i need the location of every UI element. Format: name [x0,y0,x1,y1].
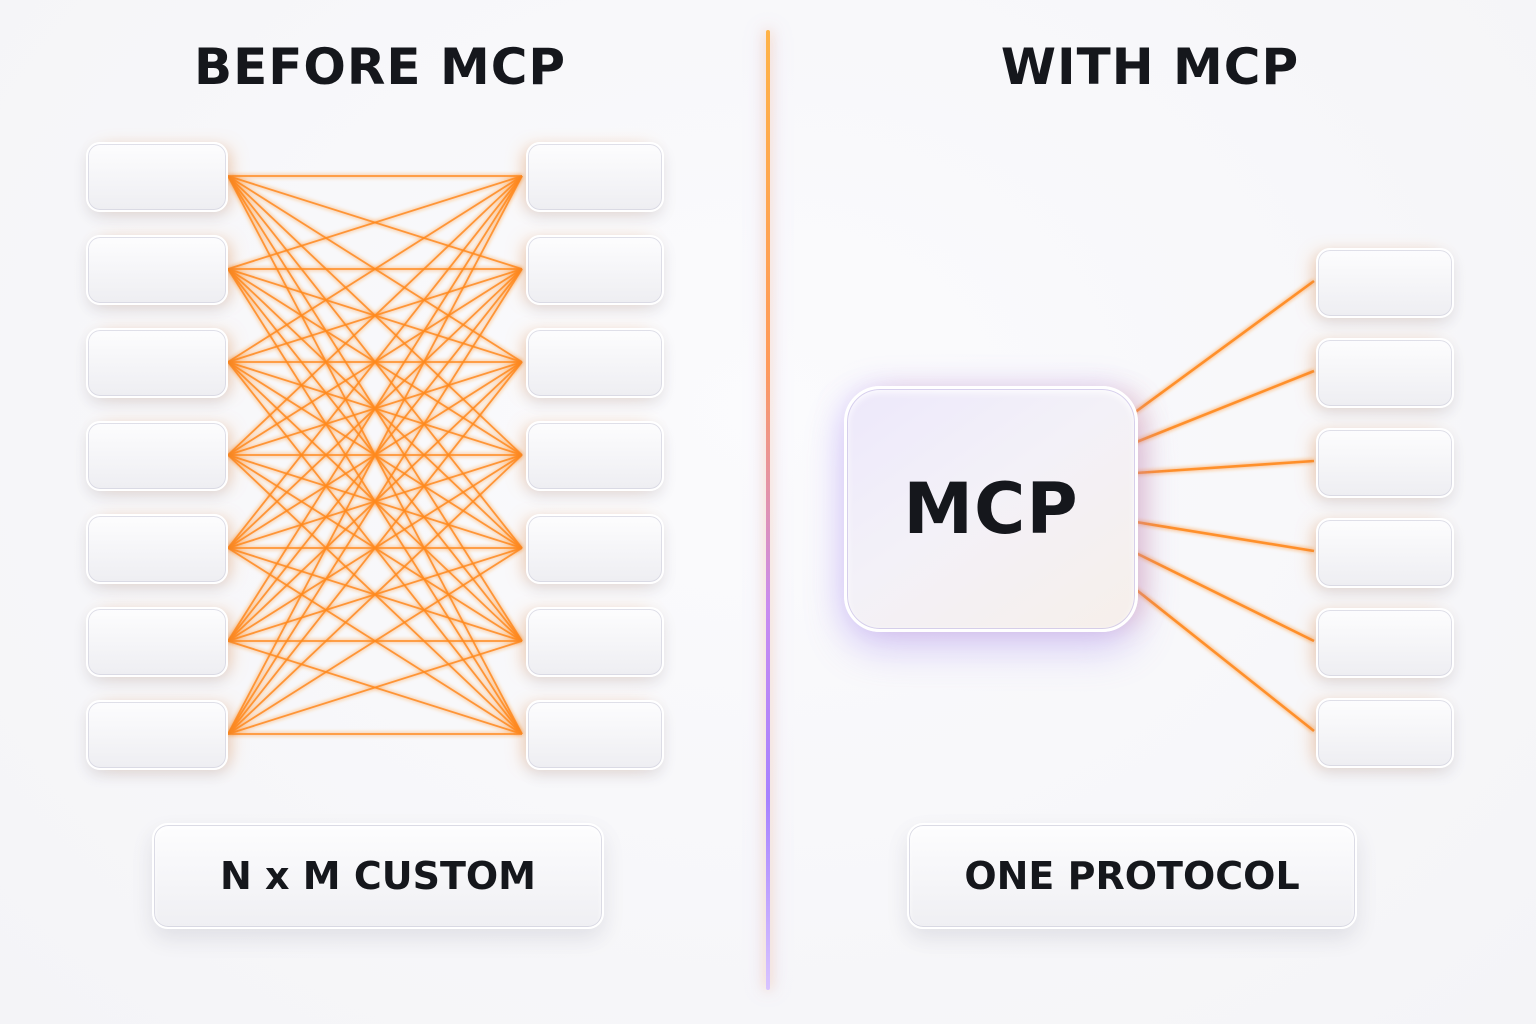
custom-connection-line [227,361,523,735]
before-right-node [526,700,664,770]
before-left-node [86,421,228,491]
protocol-connection-line [1135,551,1315,643]
custom-connection-line [227,175,523,270]
custom-connection-line [227,175,523,363]
one-protocol-label: ONE PROTOCOL [964,854,1300,898]
before-right-node [526,328,664,398]
protocol-connection-line [1133,586,1315,733]
protocol-connection-line [1135,520,1315,553]
custom-connection-line [227,547,523,735]
with-mcp-node [1316,248,1454,318]
before-right-node [526,421,664,491]
before-left-node [86,235,228,305]
mcp-hub-label: MCP [903,468,1079,550]
before-right-node [526,142,664,212]
custom-connection-line [227,175,523,456]
with-mcp-node [1316,608,1454,678]
panel-divider [766,30,770,990]
with-mcp-node [1316,428,1454,498]
before-right-node [526,235,664,305]
custom-connection-line [227,175,523,642]
with-mcp-heading: WITH MCP [1000,38,1300,96]
nxm-custom-label: N x M CUSTOM [220,854,536,898]
before-left-node [86,328,228,398]
with-mcp-node [1316,338,1454,408]
custom-connection-line [227,175,523,549]
with-mcp-node [1316,518,1454,588]
protocol-spokes [1133,279,1315,733]
before-left-node [86,514,228,584]
protocol-connection-line [1133,369,1315,445]
custom-connection-line [227,268,523,735]
custom-connection-line [227,640,523,735]
nxm-custom-caption: N x M CUSTOM [152,823,604,929]
with-mcp-node [1316,698,1454,768]
before-right-node [526,607,664,677]
before-left-node [86,700,228,770]
before-left-node [86,607,228,677]
nxm-wires [227,175,523,735]
custom-connection-line [227,454,523,735]
before-right-node [526,514,664,584]
one-protocol-caption: ONE PROTOCOL [907,823,1357,929]
protocol-connection-line [1135,459,1315,475]
custom-connection-line [227,175,523,735]
before-left-node [86,142,228,212]
protocol-connection-line [1133,279,1315,415]
before-mcp-heading: BEFORE MCP [193,38,567,96]
mcp-hub: MCP [844,386,1138,632]
